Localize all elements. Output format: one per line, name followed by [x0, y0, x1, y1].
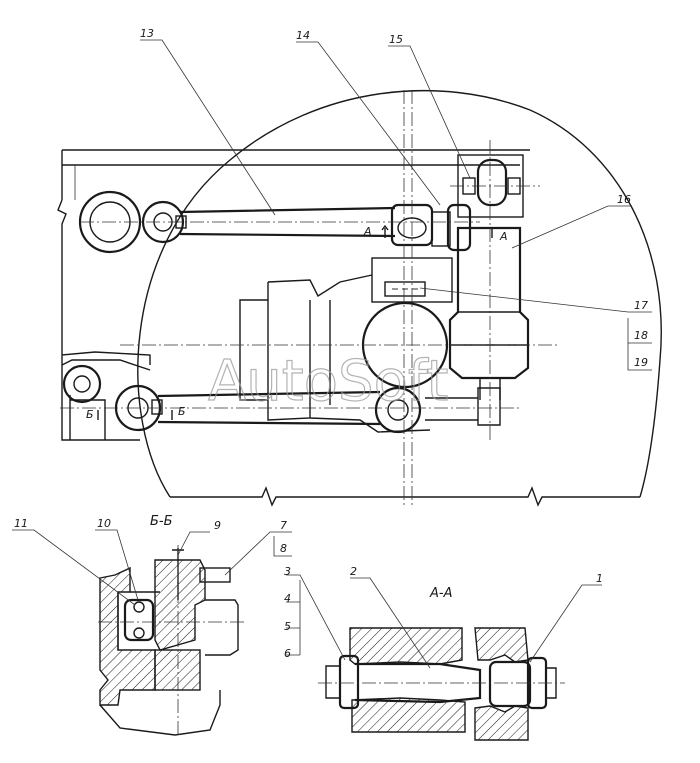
upper-torque-rod: [179, 206, 396, 238]
leader-14: [296, 41, 441, 206]
shock-absorber-body: [448, 226, 530, 380]
callout-5: 5: [284, 620, 291, 633]
section-b-callouts: [12, 529, 292, 606]
lower-torque-rod: [157, 390, 381, 426]
view-mark-b-left: Б: [86, 408, 94, 421]
watermark: AutoSoft: [208, 349, 449, 414]
callout-13: 13: [140, 27, 154, 40]
callout-1: 1: [596, 572, 603, 585]
section-b-arrows: [97, 410, 173, 420]
callout-17: 17: [634, 299, 648, 312]
section-a-callouts: [286, 574, 602, 669]
frame-top-rail: [61, 149, 530, 200]
section-a-pin: [354, 662, 482, 704]
view-mark-a-left: А: [363, 225, 372, 238]
section-b-pin-body: [154, 649, 201, 691]
section-a-right-housing-bottom: [474, 705, 529, 741]
arch-outline: [137, 89, 662, 498]
leader-1: [529, 584, 602, 663]
section-a-upper-block: [349, 627, 463, 665]
callout-6: 6: [284, 647, 291, 660]
section-a-right-housing-top: [474, 627, 529, 663]
lower-frame-pin: [73, 375, 91, 393]
section-b-outer-flange: [205, 599, 239, 656]
section-b-bearing-ball-bottom: [133, 627, 145, 639]
section-a-lower-block: [351, 697, 466, 733]
leader-11: [12, 529, 136, 606]
section-b-housing: [99, 566, 156, 706]
section-b-bottom-outline: [99, 690, 221, 736]
leader-15: [388, 45, 471, 179]
leader-8-bracket: [273, 536, 292, 557]
callout-10: 10: [97, 517, 111, 530]
callout-19: 19: [634, 356, 648, 369]
view-mark-b-right: Б: [178, 405, 186, 418]
section-b-bushing: [123, 598, 155, 642]
shock-absorber-bands: [450, 311, 528, 346]
lower-rod-right-pin: [387, 399, 409, 421]
section-b-rod-head: [154, 559, 206, 651]
section-b-seat: [117, 591, 160, 650]
callout-11: 11: [14, 517, 28, 530]
shock-lower-mount: [425, 387, 501, 426]
axle-pad-17: [384, 281, 426, 297]
leader-3: [286, 574, 346, 661]
callout-2: 2: [350, 565, 357, 578]
main-bottom-break-line: [170, 486, 640, 507]
main-view: [57, 89, 662, 507]
callout-7: 7: [280, 519, 287, 532]
section-a-a-title: А-А: [429, 586, 452, 601]
callout-16: 16: [617, 193, 631, 206]
leader-7: [224, 531, 292, 576]
leader-16: [511, 205, 632, 249]
section-b-bolt-7: [199, 567, 231, 583]
leader-13: [140, 39, 276, 216]
callout-4: 4: [284, 592, 291, 605]
upper-rod-clamp: [431, 211, 451, 247]
section-a-bushing: [488, 660, 532, 708]
section-a-arrow-left: [381, 224, 389, 238]
axle-housing: [267, 274, 431, 433]
shock-upper-eye: [476, 158, 508, 207]
lower-frame-eye: [62, 364, 102, 404]
frame-lower-bracket: [61, 359, 151, 440]
leader-2: [350, 577, 431, 669]
frame-left-edge: [57, 199, 151, 441]
leader-18-19-bracket: [627, 318, 652, 371]
lower-rod-left-nut: [151, 399, 163, 415]
callout-15: 15: [389, 33, 403, 46]
lower-rod-right-eye: [374, 386, 422, 434]
leader-4-5-6-bracket: [286, 580, 301, 656]
axle-left-flange: [239, 299, 268, 401]
callout-18: 18: [634, 329, 648, 342]
leader-17: [419, 287, 652, 313]
callout-8: 8: [280, 542, 287, 555]
section-a-a-view: [318, 627, 565, 741]
callout-9: 9: [214, 519, 221, 532]
leader-9: [177, 531, 210, 556]
section-b-b-view: [98, 545, 245, 736]
section-a-washer-left: [325, 665, 341, 699]
main-callouts: [140, 39, 652, 371]
callout-14: 14: [296, 29, 310, 42]
view-mark-a-right: А: [499, 230, 508, 243]
section-b-b-title: Б-Б: [150, 514, 173, 529]
leader-10: [95, 529, 139, 601]
callout-3: 3: [284, 565, 291, 578]
section-b-bearing-ball-top: [133, 601, 145, 613]
